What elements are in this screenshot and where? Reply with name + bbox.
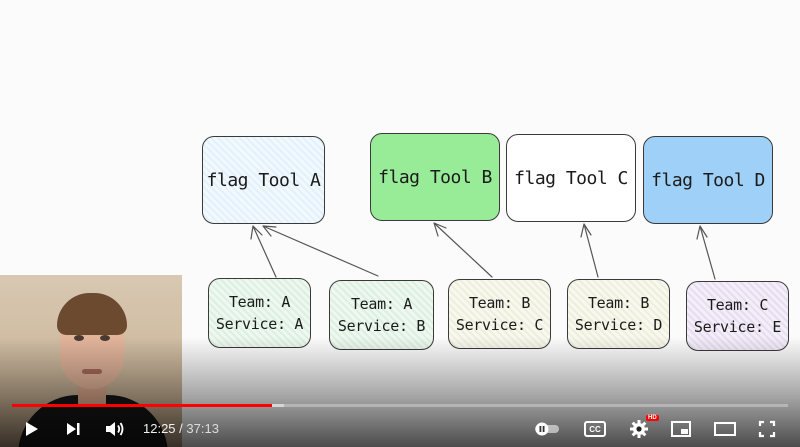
service-label: Service: B (337, 317, 426, 335)
progress-played (12, 404, 272, 407)
presenter-mouth (82, 369, 102, 374)
hd-badge: HD (646, 415, 659, 421)
arrow-team5-to-tool-d (696, 225, 716, 280)
service-label: Service: C (455, 316, 544, 334)
tool-label: flag Tool A (206, 169, 321, 191)
team-label: Team: A (350, 295, 413, 313)
team-label: Team: B (468, 294, 531, 312)
volume-button[interactable] (100, 414, 130, 444)
miniplayer-icon (671, 421, 691, 437)
play-icon (26, 422, 38, 436)
tool-box-d: flag Tool D (643, 136, 773, 224)
tool-box-c: flag Tool C (506, 134, 636, 222)
duration: 37:13 (186, 421, 219, 436)
time-display: 12:25 / 37:13 (143, 421, 219, 436)
presenter-hair (57, 293, 127, 335)
team-label: Team: C (706, 296, 769, 314)
current-time: 12:25 (143, 421, 176, 436)
play-button[interactable] (16, 414, 46, 444)
arrow-team4-to-tool-c (580, 223, 599, 278)
control-bar: 12:25 / 37:13 CC (0, 410, 800, 447)
tool-box-b: flag Tool B (370, 133, 500, 221)
team-box-3: Team: B Service: C (448, 279, 551, 349)
team-box-4: Team: B Service: D (567, 279, 670, 349)
autoplay-toggle-icon (535, 422, 559, 436)
fullscreen-icon (758, 420, 776, 438)
arrow-team2-to-tool-a (262, 225, 379, 277)
theater-icon (714, 422, 736, 436)
tool-label: flag Tool B (378, 166, 492, 188)
team-label: Team: A (228, 293, 291, 311)
miniplayer-button[interactable] (666, 414, 696, 444)
arrow-team1-to-tool-a (250, 225, 277, 278)
settings-icon (630, 420, 648, 438)
settings-button[interactable] (624, 414, 654, 444)
tool-box-a: flag Tool A (202, 136, 325, 224)
captions-icon: CC (584, 421, 606, 437)
autoplay-toggle[interactable] (532, 414, 562, 444)
service-label: Service: E (693, 318, 782, 336)
team-box-5: Team: C Service: E (686, 281, 789, 351)
team-box-2: Team: A Service: B (329, 280, 434, 350)
fullscreen-button[interactable] (752, 414, 782, 444)
arrow-team3-to-tool-b (433, 222, 493, 278)
service-label: Service: D (574, 316, 663, 334)
progress-bar[interactable] (12, 404, 788, 407)
volume-icon (106, 422, 124, 436)
tool-label: flag Tool C (514, 167, 628, 189)
captions-button[interactable]: CC (580, 414, 610, 444)
tool-label: flag Tool D (651, 169, 765, 191)
service-label: Service: A (215, 315, 304, 333)
presenter-eye-left (74, 335, 84, 341)
next-icon (67, 423, 80, 435)
team-box-1: Team: A Service: A (208, 278, 311, 348)
theater-button[interactable] (710, 414, 740, 444)
next-button[interactable] (58, 414, 88, 444)
team-label: Team: B (587, 294, 650, 312)
presenter-eye-right (100, 335, 110, 341)
time-separator: / (175, 421, 187, 436)
